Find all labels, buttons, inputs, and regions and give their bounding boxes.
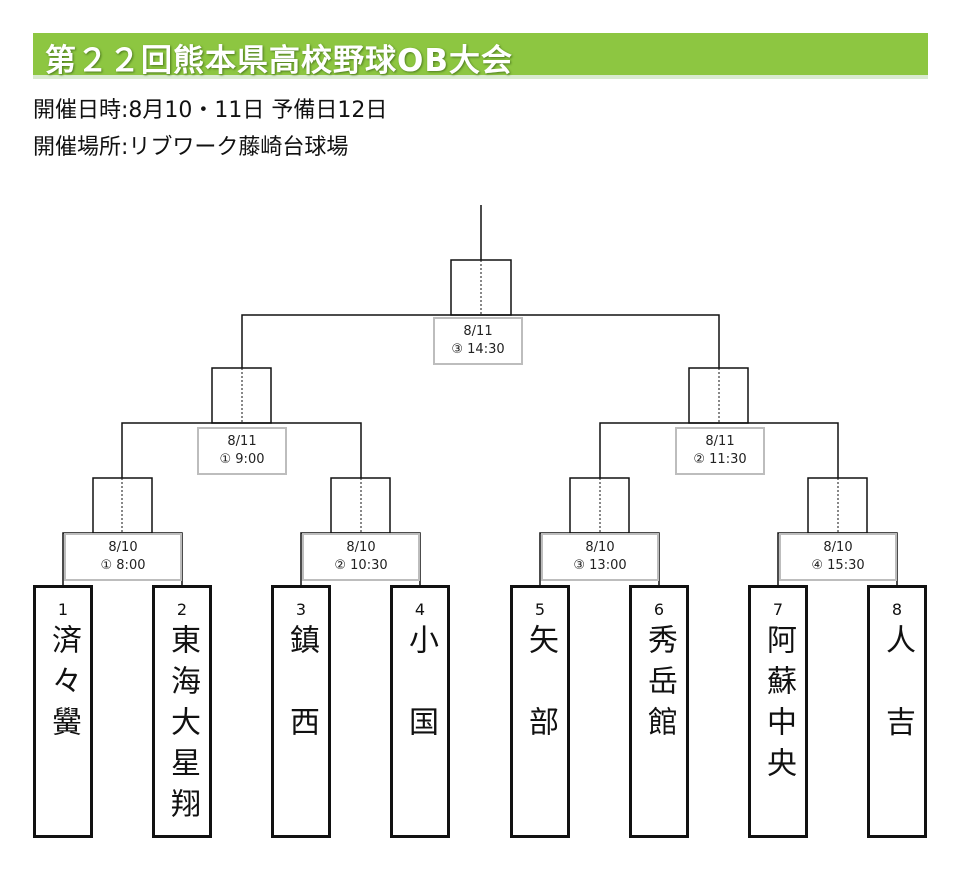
team-name: 阿蘇中央 [761,624,796,788]
team-seed: 5 [534,600,546,619]
match-label-r1-2: 8/10 ② 10:30 [302,533,420,581]
match-label-r1-4: 8/10 ④ 15:30 [779,533,897,581]
team-name: 東海大星翔 [165,624,200,829]
team-seed: 2 [176,600,188,619]
team-seed: 4 [414,600,426,619]
team-box-8: 8 人 吉 [867,585,927,838]
team-seed: 3 [295,600,307,619]
team-box-4: 4 小 国 [390,585,450,838]
team-name: 矢 部 [523,624,558,747]
team-box-2: 2 東海大星翔 [152,585,212,838]
match-date: 8/11 [705,434,735,449]
match-label-r2-2: 8/11 ② 11:30 [675,427,765,475]
match-time: ① 8:00 [100,558,146,573]
team-box-3: 3 鎮 西 [271,585,331,838]
team-name: 秀岳館 [642,624,677,747]
match-date: 8/10 [585,540,615,555]
team-seed: 6 [653,600,665,619]
match-date: 8/10 [346,540,376,555]
match-label-r1-1: 8/10 ① 8:00 [64,533,182,581]
title-bar: 第２２回熊本県高校野球OB大会 [33,33,928,79]
team-seed: 7 [772,600,784,619]
team-name: 人 吉 [880,624,915,747]
team-name: 小 国 [403,624,438,747]
match-time: ③ 14:30 [451,342,505,357]
team-seed: 1 [57,600,69,619]
match-time: ② 11:30 [693,452,747,467]
r1-boxes [92,477,868,534]
team-name: 鎮 西 [284,624,319,747]
team-box-6: 6 秀岳館 [629,585,689,838]
team-name: 済々黌 [46,624,81,747]
match-date: 8/11 [227,434,257,449]
event-venue: 開催場所:リブワーク藤崎台球場 [33,135,349,160]
match-time: ② 10:30 [334,558,388,573]
team-box-5: 5 矢 部 [510,585,570,838]
match-time: ① 9:00 [219,452,265,467]
r1-connectors [62,532,898,585]
dotted-center-lines [121,260,839,533]
match-time: ③ 13:00 [573,558,627,573]
team-box-7: 7 阿蘇中央 [748,585,808,838]
match-date: 8/10 [108,540,138,555]
page-title: 第２２回熊本県高校野球OB大会 [45,43,513,79]
match-date: 8/11 [463,324,493,339]
match-date: 8/10 [823,540,853,555]
event-dates: 開催日時:8月10・11日 予備日12日 [33,98,388,123]
match-label-r1-3: 8/10 ③ 13:00 [541,533,659,581]
team-seed: 8 [891,600,903,619]
match-time: ④ 15:30 [811,558,865,573]
r2-boxes [211,367,749,424]
team-box-1: 1 済々黌 [33,585,93,838]
match-label-final: 8/11 ③ 14:30 [433,317,523,365]
match-label-r2-1: 8/11 ① 9:00 [197,427,287,475]
